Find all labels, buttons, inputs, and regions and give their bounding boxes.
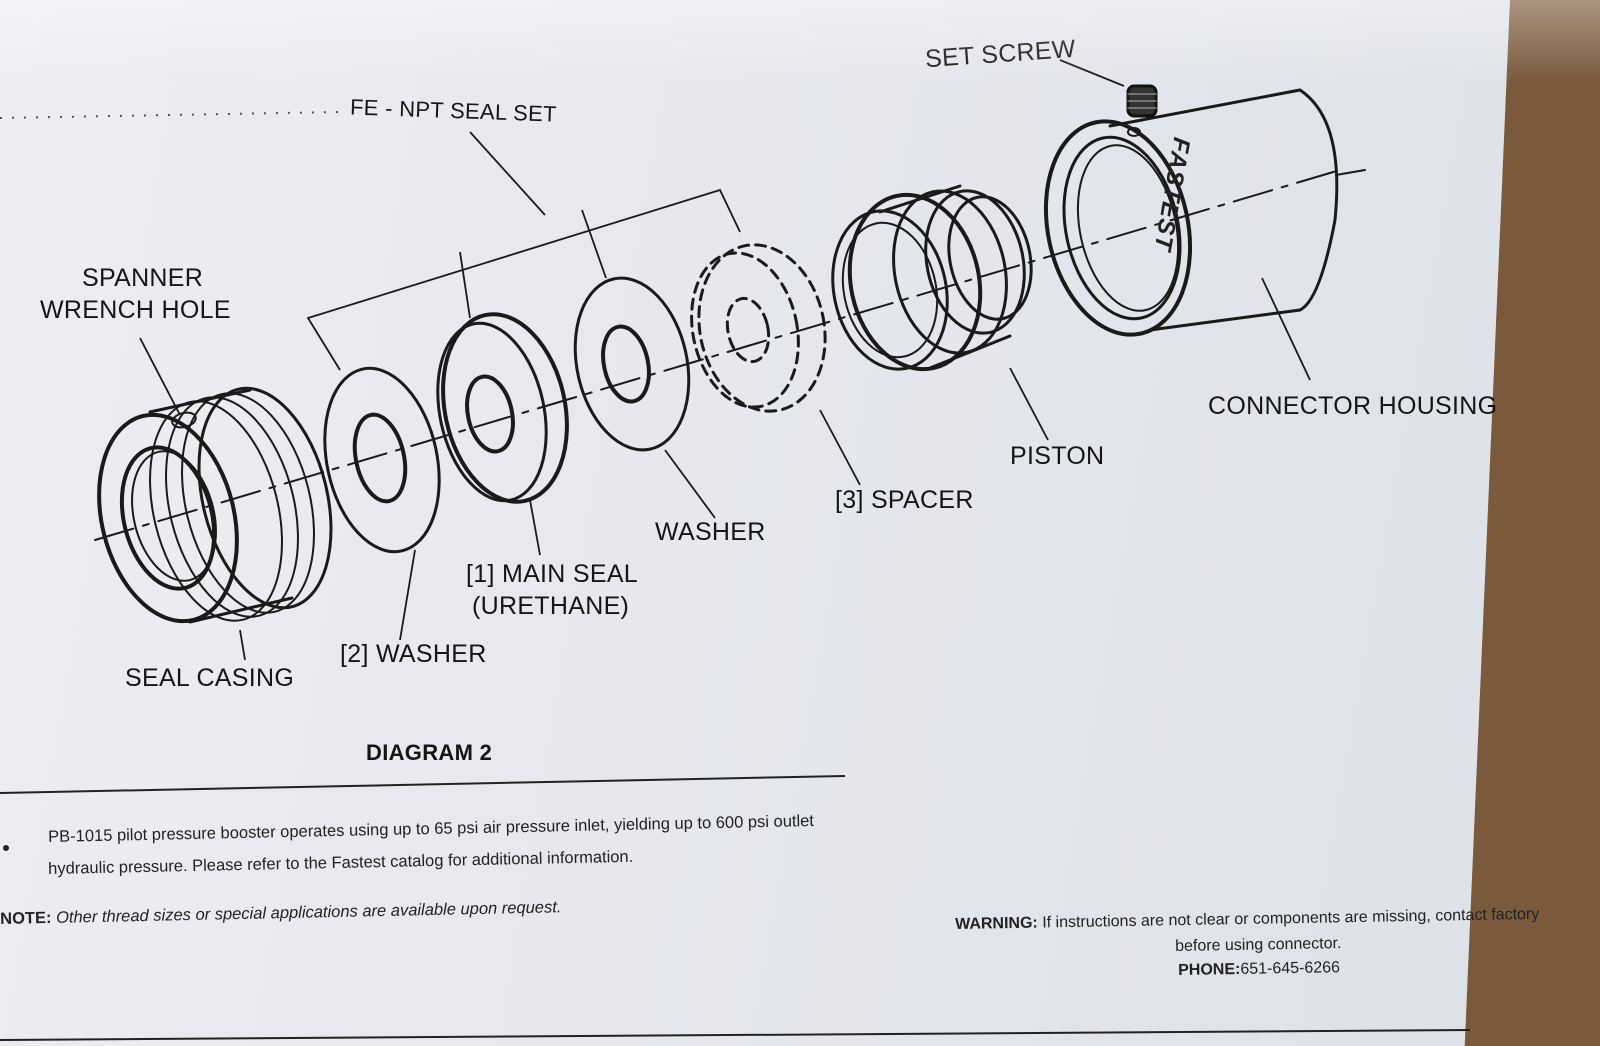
main-seal-label-line2: (URETHANE) [472,592,630,620]
main-seal-part [436,312,569,504]
phone-number: 651-645-6266 [1240,959,1341,978]
main-seal-label-line1: [1] MAIN SEAL [466,560,639,588]
bottom-rule [0,1029,1471,1041]
spacer-label: [3] SPACER [835,486,974,514]
paper-sheet [0,0,1510,1046]
leader-lines [139,59,1311,661]
header-dotted-rule [0,111,341,119]
warning-line2: before using connector. [1175,935,1342,955]
phone-label: PHONE: [1178,960,1241,979]
washer-2-part [323,366,441,554]
washer-part [573,276,691,452]
note-label: NOTE: [0,908,52,928]
diagram-title: DIAGRAM 2 [366,740,493,765]
seal-casing-part [97,386,333,624]
connector-housing-label: CONNECTOR HOUSING [1208,392,1498,420]
piston-label: PISTON [1010,442,1105,470]
piston-part [831,184,1033,372]
seal-casing-label: SEAL CASING [125,664,295,692]
bullet-dot [3,845,9,851]
spanner-wrench-hole-label-line1: SPANNER [82,264,204,292]
set-screw-part [1126,84,1158,118]
warning-label: WARNING: [955,914,1038,933]
diagram-divider [0,775,846,794]
spacer-part [690,243,827,413]
center-axis [94,169,1341,541]
phone-line: PHONE:651-645-6266 [1178,959,1340,980]
spanner-wrench-hole-label-line2: WRENCH HOLE [40,296,231,324]
connector-housing-part [1043,88,1366,337]
washer-2-label: [2] WASHER [340,640,487,668]
washer-label: WASHER [655,518,766,546]
